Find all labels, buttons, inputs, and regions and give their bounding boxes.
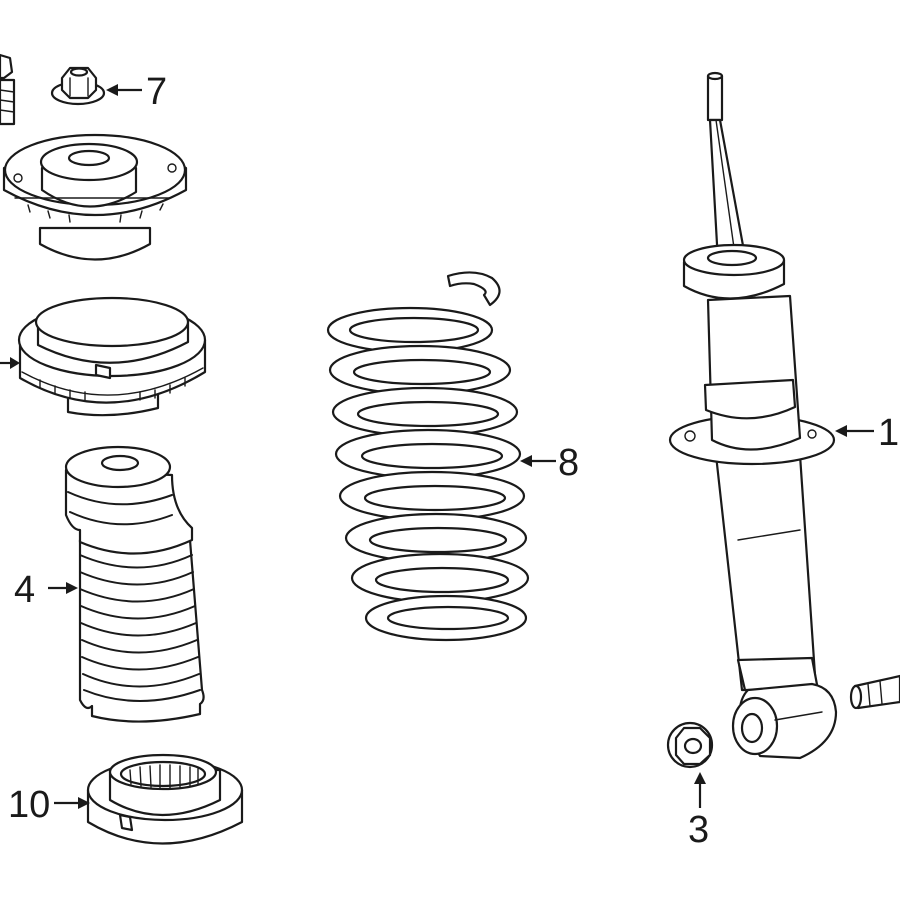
coil-spring-part-8 xyxy=(326,271,530,642)
callout-4-label: 4 xyxy=(14,569,35,611)
bump-stop-boot-part-4 xyxy=(64,445,205,723)
callout-3-label: 3 xyxy=(688,809,709,851)
lower-spring-seat-part-10 xyxy=(86,753,244,845)
flange-nut-part-7 xyxy=(50,66,106,106)
lower-mount-bolt xyxy=(849,674,900,710)
upper-spring-seat-leader xyxy=(0,357,20,369)
callout-1: 1 xyxy=(835,412,899,454)
callout-8: 8 xyxy=(520,442,579,484)
callout-7-label: 7 xyxy=(146,71,167,113)
callout-4: 4 xyxy=(14,569,78,611)
callout-8-label: 8 xyxy=(558,442,579,484)
callout-10-label: 10 xyxy=(8,784,50,826)
upper-spring-seat xyxy=(17,296,207,417)
lower-nut-part-3 xyxy=(666,721,714,769)
top-left-bolt xyxy=(0,53,16,126)
upper-strut-mount xyxy=(2,133,188,261)
callout-3: 3 xyxy=(688,772,709,851)
callout-1-label: 1 xyxy=(878,412,899,454)
shock-absorber-part-1 xyxy=(668,71,838,760)
callout-7: 7 xyxy=(106,71,167,113)
callout-10: 10 xyxy=(8,784,90,826)
